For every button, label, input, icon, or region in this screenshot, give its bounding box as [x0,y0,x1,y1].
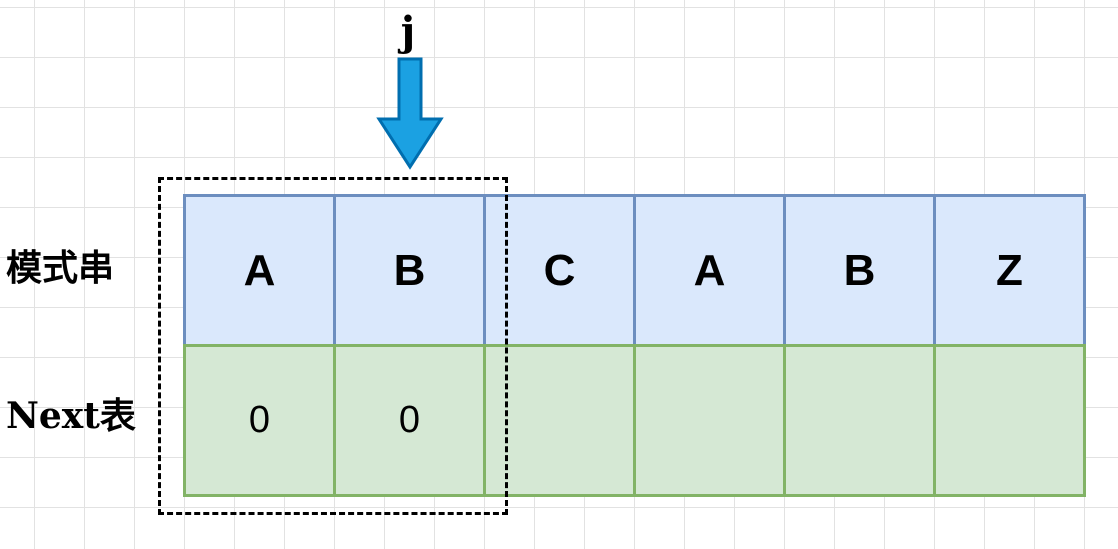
next-row-label: Next表 [6,395,136,437]
next-cell-6 [933,344,1086,497]
pointer-j-label: j [400,8,416,55]
next-cell-3 [483,344,636,497]
pattern-cell-5: B [783,194,936,347]
highlight-dashed-box [158,177,508,515]
next-cell-5 [783,344,936,497]
next-cell-2: 0 [333,344,486,497]
down-arrow-icon [376,57,444,170]
pattern-cell-6: Z [933,194,1086,347]
pattern-cell-4: A [633,194,786,347]
next-cell-4 [633,344,786,497]
pattern-cell-1: A [183,194,336,347]
next-cell-1: 0 [183,344,336,497]
pattern-row-label: 模式串 [6,247,115,289]
